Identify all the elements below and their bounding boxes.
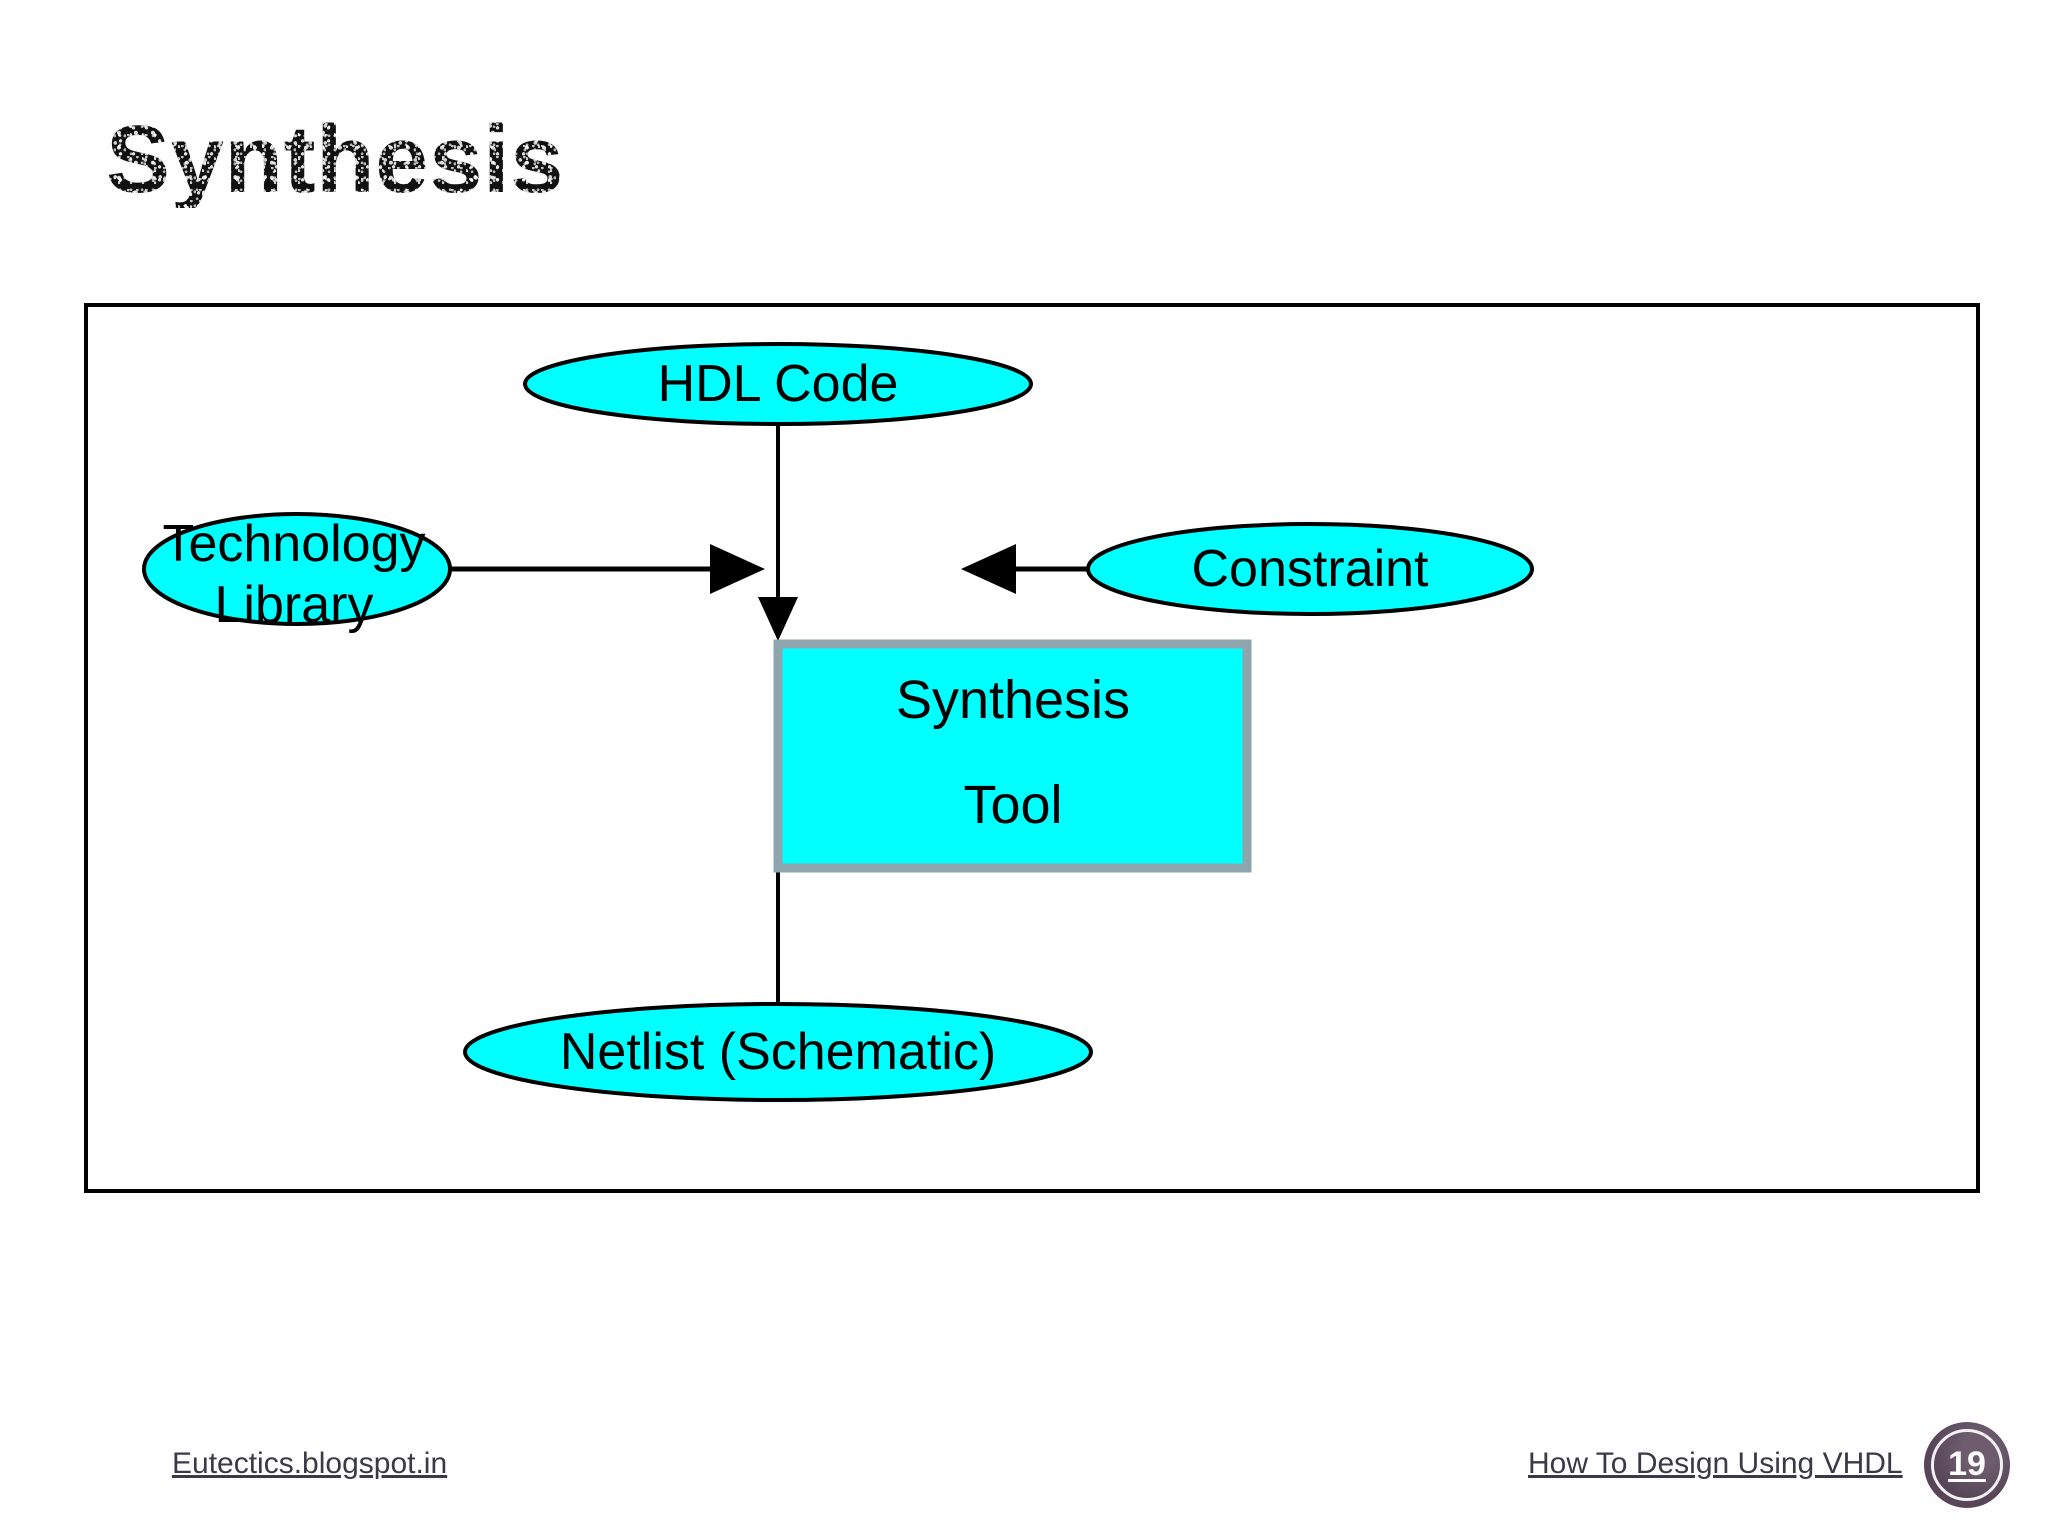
constraint-label: Constraint	[1192, 540, 1430, 598]
node-constraint[interactable]: Constraint	[1086, 522, 1534, 616]
synthesis-tool-box	[773, 639, 1252, 873]
hdl-code-ellipse	[523, 342, 1033, 426]
node-hdl-code[interactable]: HDL Code	[523, 342, 1033, 426]
badge-inner-ring	[1931, 1429, 2003, 1501]
synthesis-tool-label-line1: Synthesis	[896, 670, 1130, 730]
synthesis-tool-label-line2: Tool	[963, 775, 1062, 835]
page-title: Synthesis	[106, 106, 565, 213]
node-technology-library[interactable]: Technology Library	[142, 512, 452, 634]
netlist-label: Netlist (Schematic)	[560, 1023, 996, 1081]
constraint-ellipse	[1086, 522, 1534, 616]
netlist-ellipse	[463, 1002, 1093, 1102]
node-synthesis-tool[interactable]: Synthesis Tool	[773, 639, 1252, 873]
footer-link-blog[interactable]: Eutectics.blogspot.in	[172, 1447, 448, 1480]
footer-link-course[interactable]: How To Design Using VHDL	[1528, 1447, 1903, 1480]
technology-library-label-line2: Library	[215, 576, 374, 634]
hdl-code-label: HDL Code	[658, 355, 899, 413]
page-number-badge: 19	[1924, 1422, 2010, 1508]
page-number: 19	[1948, 1444, 1986, 1483]
technology-library-label-line1: Technology	[162, 515, 425, 573]
synthesis-flow-diagram: HDL Code Technology Library Synthesis To…	[142, 342, 1534, 1102]
node-netlist[interactable]: Netlist (Schematic)	[463, 1002, 1093, 1102]
technology-library-ellipse	[142, 512, 452, 626]
edge-hdl-to-tool	[758, 384, 798, 641]
diagram-frame: HDL Code Technology Library Synthesis To…	[84, 303, 1980, 1193]
